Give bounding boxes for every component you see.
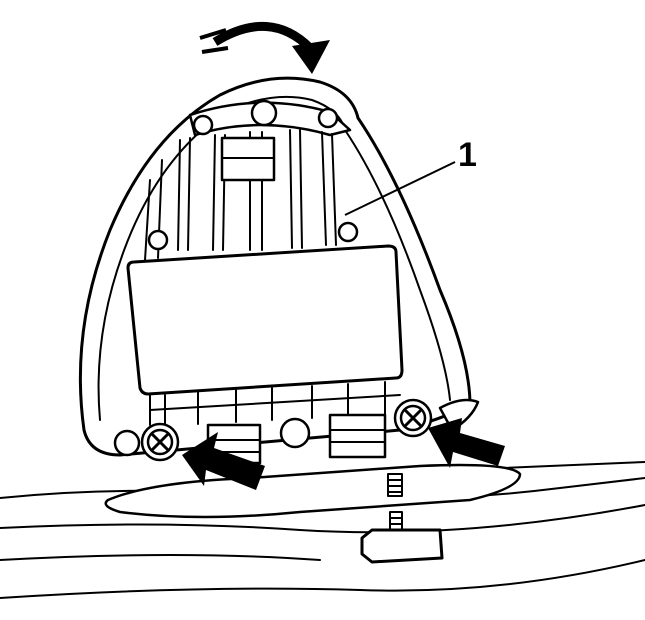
mounting-bosses	[113, 99, 359, 457]
callout-number: 1	[458, 136, 477, 174]
curved-arrow-icon	[199, 21, 330, 74]
callout-leader-line	[344, 161, 456, 216]
phillips-screw-icon	[140, 422, 180, 462]
lower-ribs	[149, 381, 401, 426]
pointer-arrow-icon	[182, 432, 265, 490]
lower-tab-right	[328, 413, 387, 459]
electronic-module	[126, 244, 404, 396]
mounting-flange	[104, 463, 522, 519]
phillips-screw-icon	[393, 398, 433, 438]
pointer-arrow-icon	[428, 418, 505, 468]
mounting-nut	[360, 528, 444, 564]
housing-inner-rim	[97, 95, 451, 421]
